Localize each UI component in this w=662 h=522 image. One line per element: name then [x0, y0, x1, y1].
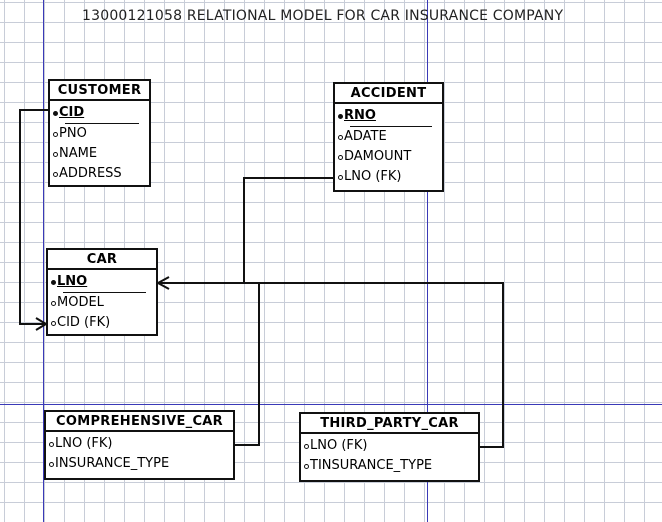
entity-third-party-car[interactable]: THIRD_PARTY_CAR LNO (FK) TINSURANCE_TYPE [299, 412, 480, 482]
connector-car-arrow [155, 276, 170, 290]
entity-third-party-car-title: THIRD_PARTY_CAR [301, 414, 478, 434]
entity-car[interactable]: CAR LNO MODEL CID (FK) [46, 248, 158, 336]
attr-accident-rno: RNO [338, 106, 438, 126]
entity-customer[interactable]: CUSTOMER CID PNO NAME ADDRESS [48, 79, 151, 187]
connector-third-party-car [157, 282, 504, 448]
guide-line-vertical-right [427, 0, 428, 522]
attr-car-cid-fk: CID (FK) [51, 313, 152, 333]
diagram-title: 13000121058 RELATIONAL MODEL FOR CAR INS… [82, 8, 564, 24]
attr-car-lno: LNO [51, 272, 152, 292]
attr-comprehensive-lno-fk: LNO (FK) [49, 434, 229, 454]
attr-accident-adate: ADATE [338, 127, 438, 147]
entity-car-title: CAR [48, 250, 156, 270]
guide-line-horizontal [0, 404, 662, 405]
attr-car-model: MODEL [51, 293, 152, 313]
attr-customer-name: NAME [53, 144, 145, 164]
connector-comprehensive-car [235, 283, 260, 446]
connector-accident-car [243, 177, 334, 283]
attr-accident-lno-fk: LNO (FK) [338, 167, 438, 187]
entity-accident[interactable]: ACCIDENT RNO ADATE DAMOUNT LNO (FK) [333, 82, 444, 192]
entity-customer-title: CUSTOMER [50, 81, 149, 101]
attr-customer-cid: CID [53, 103, 145, 123]
guide-line-vertical-left [43, 0, 44, 522]
attr-customer-pno: PNO [53, 124, 145, 144]
connector-customer-car [19, 109, 48, 325]
attr-third-party-lno-fk: LNO (FK) [304, 436, 474, 456]
attr-third-party-tinsurance-type: TINSURANCE_TYPE [304, 456, 474, 476]
attr-customer-address: ADDRESS [53, 164, 145, 184]
entity-comprehensive-car[interactable]: COMPREHENSIVE_CAR LNO (FK) INSURANCE_TYP… [44, 410, 235, 480]
attr-accident-damount: DAMOUNT [338, 147, 438, 167]
attr-comprehensive-insurance-type: INSURANCE_TYPE [49, 454, 229, 474]
entity-comprehensive-car-title: COMPREHENSIVE_CAR [46, 412, 233, 432]
entity-accident-title: ACCIDENT [335, 84, 442, 104]
